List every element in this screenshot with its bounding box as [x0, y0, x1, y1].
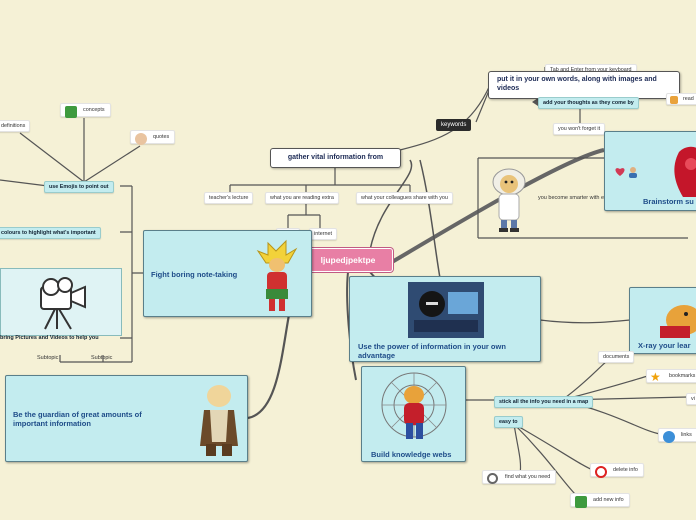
camera-icon: [40, 277, 86, 330]
add-document-icon: [575, 496, 587, 508]
dog-character-image: [660, 305, 696, 338]
put-read[interactable]: read: [666, 93, 696, 105]
put-title: put it in your own words, along with ima…: [497, 76, 657, 92]
fight-title: Fight boring note-taking: [151, 270, 238, 279]
concepts-label: concepts: [83, 107, 105, 113]
heart-icon: [615, 168, 625, 176]
fight-quotes[interactable]: quotes: [130, 130, 176, 145]
delete-label: delete info: [613, 467, 638, 473]
read-icon: [670, 96, 678, 104]
put-topic[interactable]: put it in your own words, along with ima…: [488, 71, 680, 99]
build-topic[interactable]: Build knowledge webs: [361, 366, 466, 462]
hacker-character-image: [408, 282, 484, 338]
gather-topic[interactable]: gather vital information from: [270, 148, 401, 168]
bookmarks-label: bookmarks: [669, 373, 696, 379]
power-topic[interactable]: Use the power of information in your own…: [349, 276, 541, 362]
find-label: find what you need: [505, 474, 551, 480]
links-label: links: [681, 432, 692, 438]
xray-title: X-ray your lear: [638, 341, 691, 350]
build-stick[interactable]: stick all the info you need in a map: [494, 396, 594, 408]
delete-icon: [595, 466, 607, 478]
brainstorm-topic[interactable]: Brainstorm su: [604, 131, 696, 211]
put-thoughts[interactable]: add your thoughts as they come by: [538, 97, 639, 109]
document-icon: [65, 106, 77, 118]
user-icon: [135, 133, 147, 145]
put-forget[interactable]: you won't forget it: [553, 123, 606, 135]
fight-pictures[interactable]: bring Pictures and Videos to help you: [0, 335, 99, 341]
smarter-text: you become smarter with every new thing …: [538, 195, 664, 201]
fight-subtopic-1[interactable]: Subtopic: [37, 355, 59, 361]
xray-topic[interactable]: X-ray your lear: [629, 287, 696, 354]
fight-subtopic-2[interactable]: Subtopic: [91, 355, 113, 361]
build-vi[interactable]: vi: [686, 393, 696, 405]
quotes-label: quotes: [153, 134, 170, 140]
fight-colours[interactable]: colours to highlight what's important: [0, 227, 101, 239]
build-links[interactable]: links: [658, 428, 696, 443]
gather-title: gather vital information from: [287, 153, 384, 161]
read-label: read: [683, 96, 694, 102]
magnifier-icon: [487, 473, 498, 484]
warrior-character-image: [256, 239, 298, 311]
guardian-title: Be the guardian of great amounts of impo…: [13, 410, 142, 428]
gather-child-colleagues[interactable]: what your colleagues share with you: [356, 192, 453, 204]
gather-child-reading[interactable]: what you are reading extra: [265, 192, 339, 204]
star-icon: ★: [650, 370, 661, 384]
build-title: Build knowledge webs: [371, 450, 452, 459]
gather-sub-internet[interactable]: internet: [309, 228, 337, 240]
fight-emoji[interactable]: use Emojis to point out: [44, 181, 114, 193]
build-add[interactable]: add new info: [570, 493, 630, 508]
guardian-topic[interactable]: Be the guardian of great amounts of impo…: [5, 375, 248, 462]
build-easy[interactable]: easy to: [494, 416, 523, 428]
build-bookmarks[interactable]: ★ bookmarks: [646, 369, 696, 383]
einstein-character-image: [492, 168, 526, 232]
build-delete[interactable]: delete info: [590, 463, 644, 478]
add-label: add new info: [593, 497, 624, 503]
build-documents[interactable]: documents: [598, 351, 635, 363]
fight-concepts[interactable]: concepts: [60, 103, 111, 118]
monk-character-image: [200, 385, 238, 456]
user-icon: [629, 167, 637, 178]
spider-character-image: [381, 372, 447, 439]
central-topic[interactable]: ljupedjpektpe: [303, 248, 393, 272]
power-title: Use the power of information in your own…: [358, 342, 506, 360]
fight-topic[interactable]: Fight boring note-taking: [143, 230, 312, 317]
gather-child-lecture[interactable]: teacher's lecture: [204, 192, 254, 204]
fight-definitions[interactable]: definitions: [0, 120, 31, 132]
camera-picture-box: [0, 268, 122, 336]
keywords-label[interactable]: keywords: [436, 119, 472, 131]
red-character-image: [674, 146, 696, 197]
build-find[interactable]: find what you need: [482, 470, 557, 484]
brainstorm-title: Brainstorm su: [643, 197, 694, 206]
globe-icon: [663, 431, 675, 443]
